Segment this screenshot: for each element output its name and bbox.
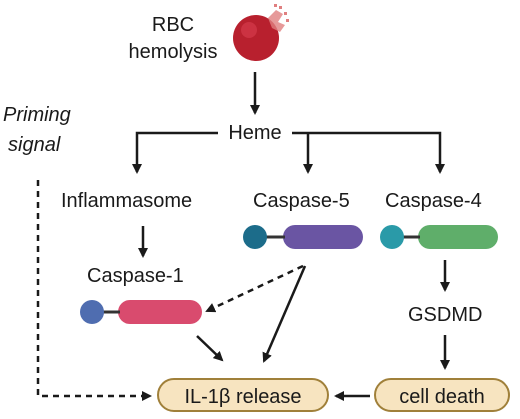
priming-label-line2: signal	[8, 134, 61, 156]
inflammasome-label: Inflammasome	[61, 190, 193, 212]
heme-label: Heme	[228, 122, 282, 144]
caspase1-icon	[80, 300, 202, 324]
cell-death-box: cell death	[374, 378, 510, 412]
rbc-label-line1: RBC	[151, 14, 195, 36]
heme-branch-connector	[132, 131, 445, 174]
arrow-caspase5-to-caspase1-dashed	[205, 264, 304, 313]
caspase5-icon	[243, 225, 363, 249]
gsdmd-label: GSDMD	[408, 304, 483, 326]
il1b-release-box: IL-1β release	[157, 378, 329, 412]
caspase1-label: Caspase-1	[87, 265, 184, 287]
arrow-caspase5-to-il1b	[262, 265, 307, 363]
rbc-hemolysis-icon	[233, 4, 289, 61]
caspase5-label: Caspase-5	[253, 190, 350, 212]
arrow-caspase1-to-il1b	[196, 335, 224, 362]
caspase4-label: Caspase-4	[385, 190, 482, 212]
priming-label-line1: Priming	[3, 104, 71, 126]
rbc-label-line2: hemolysis	[128, 41, 218, 63]
arrow-priming-to-il1b-dashed	[36, 180, 152, 401]
caspase4-icon	[380, 225, 498, 249]
